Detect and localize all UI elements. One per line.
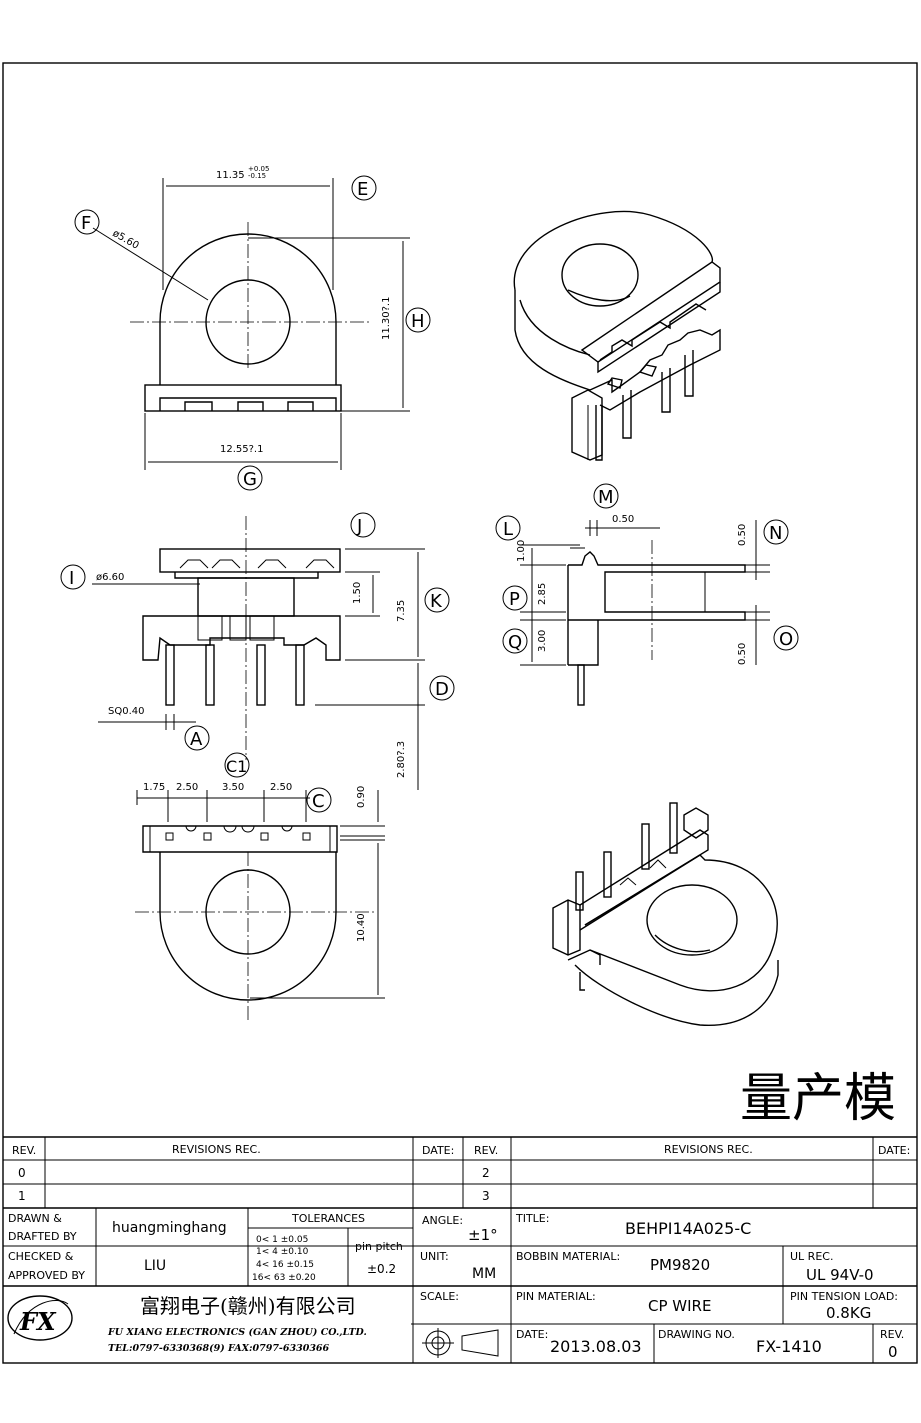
label-o: O (779, 629, 793, 650)
angle-value: ±1° (468, 1226, 498, 1244)
label-m: M (598, 487, 614, 508)
rev-row-1: 1 (18, 1189, 26, 1203)
rev-row-3: 3 (482, 1189, 490, 1203)
company-contact: TEL:0797-6330368(9) FAX:0797-6330366 (108, 1343, 330, 1354)
pin-material-label: PIN MATERIAL: (516, 1290, 596, 1303)
title-value: BEHPI14A025-C (625, 1219, 751, 1238)
pin-tension-label: PIN TENSION LOAD: (790, 1290, 898, 1303)
label-g: G (243, 469, 257, 490)
logo-text: FX (19, 1307, 57, 1336)
company-name-en: FU XIANG ELECTRONICS (GAN ZHOU) CO.,LTD. (107, 1327, 367, 1338)
ul-rec-value: UL 94V-0 (806, 1266, 874, 1284)
dim-top-width-tol-upper: +0.05 (248, 165, 269, 173)
label-e: E (357, 179, 368, 200)
dim-side-p: 2.85 (537, 583, 548, 605)
tolerance-row-3: 4< 16 ±0.15 (256, 1260, 314, 1270)
label-f: F (81, 213, 91, 234)
label-c1: C1 (226, 757, 247, 776)
tolerance-row-1: 0< 1 ±0.05 (256, 1235, 308, 1245)
dim-front-pin-square: SQ0.40 (108, 706, 144, 717)
label-a: A (190, 729, 203, 750)
rev-row-0: 0 (18, 1166, 26, 1180)
status-stamp: 量产模 (740, 1069, 896, 1129)
label-k: K (430, 591, 443, 612)
rev-header-left: REV. (12, 1144, 36, 1157)
date-label: DATE: (516, 1328, 548, 1341)
bobbin-material-label: BOBBIN MATERIAL: (516, 1250, 620, 1263)
drawing-no-value: FX-1410 (756, 1337, 822, 1356)
checked-label-1: CHECKED & (8, 1250, 74, 1263)
top-view: 11.35 +0.05 -0.15 ø5.60 11.30?.1 12.55?.… (74, 165, 431, 491)
dim-top-height: 11.30?.1 (381, 297, 392, 340)
dim-side-gap: 0.50 (612, 514, 634, 525)
dim-bottom-3: 3.50 (222, 782, 244, 793)
label-j: J (356, 516, 362, 537)
pin-material-value: CP WIRE (648, 1297, 711, 1315)
title-block: REV. REVISIONS REC. DATE: REV. REVISIONS… (3, 1136, 917, 1363)
drawn-label-1: DRAWN & (8, 1212, 62, 1225)
dim-side-o: 0.50 (737, 643, 748, 665)
rev-value: 0 (888, 1343, 898, 1361)
dim-front-diameter: ø6.60 (96, 572, 124, 583)
date-value: 2013.08.03 (550, 1337, 642, 1356)
dim-front-height: 7.35 (396, 600, 407, 622)
pin-tension-value: 0.8KG (826, 1304, 871, 1322)
date-header-left: DATE: (422, 1144, 454, 1157)
angle-label: ANGLE: (422, 1214, 463, 1227)
tolerances-header: TOLERANCES (291, 1212, 365, 1225)
pin-pitch-label: pin pitch (355, 1240, 403, 1253)
scale-label: SCALE: (420, 1290, 459, 1303)
label-i: I (69, 568, 74, 589)
label-q: Q (508, 632, 522, 653)
tolerance-row-2: 1< 4 ±0.10 (256, 1247, 309, 1257)
sheet-border (2, 62, 918, 1364)
company-logo-icon: FX (7, 1295, 73, 1341)
label-c: C (312, 791, 325, 812)
rev-header-right: REV. (474, 1144, 498, 1157)
bobbin-material-value: PM9820 (650, 1256, 710, 1274)
dim-front-pin: 2.80?.3 (396, 741, 407, 778)
label-d: D (435, 679, 449, 700)
dim-bottom-4: 2.50 (270, 782, 292, 793)
side-view: 0.50 1.00 2.85 3.00 0.50 0.50 M L N P Q … (495, 483, 799, 706)
dim-side-n: 0.50 (737, 524, 748, 546)
date-header-right: DATE: (878, 1144, 910, 1157)
dim-bottom-1: 1.75 (143, 782, 165, 793)
ul-rec-label: UL REC. (790, 1250, 833, 1263)
dim-side-top: 1.00 (516, 540, 527, 562)
drawn-by: huangminghang (112, 1220, 227, 1236)
revisions-header-left: REVISIONS REC. (172, 1143, 261, 1156)
unit-label: UNIT: (420, 1250, 449, 1263)
isometric-view-bottom (552, 802, 779, 1027)
dim-bottom-2: 2.50 (176, 782, 198, 793)
label-n: N (769, 523, 782, 544)
label-l: L (503, 519, 513, 540)
company-name-cn: 富翔电子(赣州)有限公司 (140, 1294, 356, 1318)
dim-bottom-height: 10.40 (356, 913, 367, 942)
dim-front-flange: 1.50 (352, 582, 363, 604)
checked-by: LIU (144, 1258, 166, 1274)
drawing-no-label: DRAWING NO. (658, 1328, 735, 1341)
title-label: TITLE: (515, 1212, 549, 1225)
label-p: P (509, 589, 520, 610)
dim-bottom-slot: 0.90 (356, 786, 367, 808)
checked-label-2: APPROVED BY (8, 1269, 85, 1282)
bottom-view: 1.75 2.50 3.50 2.50 0.90 10.40 C1 C (135, 752, 385, 1020)
tolerance-row-4: 16< 63 ±0.20 (252, 1273, 316, 1283)
isometric-view-top (513, 210, 721, 461)
label-h: H (411, 311, 425, 332)
drawn-label-2: DRAFTED BY (8, 1230, 77, 1243)
dim-top-width: 11.35 (216, 170, 245, 181)
unit-value: MM (472, 1266, 496, 1282)
front-view: ø6.60 1.50 7.35 2.80?.3 SQ0.40 J I K D A (60, 512, 455, 790)
dim-top-width-tol-lower: -0.15 (248, 172, 266, 180)
pin-pitch-value: ±0.2 (367, 1262, 396, 1276)
projection-symbol-icon (422, 1328, 499, 1358)
dim-side-q: 3.00 (537, 630, 548, 652)
dim-top-base-width: 12.55?.1 (220, 444, 263, 455)
rev-row-2: 2 (482, 1166, 490, 1180)
rev-label: REV. (880, 1328, 904, 1341)
revisions-header-right: REVISIONS REC. (664, 1143, 753, 1156)
